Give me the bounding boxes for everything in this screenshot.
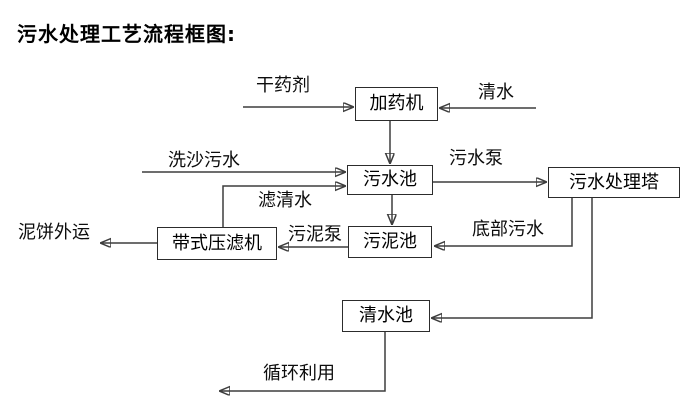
edge-label-filtered-water: 滤清水	[258, 190, 312, 211]
arrow-filtered-water-to-sewage-pool	[222, 186, 345, 227]
edge-label-dry-chemical: 干药剂	[256, 75, 310, 96]
page-title: 污水处理工艺流程框图:	[17, 22, 236, 46]
arrow-treatment-tower-to-clean-water-pool	[432, 198, 593, 318]
node-sewage-treatment-tower: 污水处理塔	[548, 167, 680, 198]
edge-label-sludge-pump: 污泥泵	[288, 224, 342, 245]
edge-label-bottom-sewage: 底部污水	[472, 219, 544, 240]
arrow-recycle-use	[220, 332, 386, 391]
node-sludge-pool: 污泥池	[348, 226, 432, 258]
node-belt-filter-press: 带式压滤机	[157, 227, 277, 260]
node-dosing-machine: 加药机	[355, 87, 438, 121]
edge-label-clean-water: 清水	[478, 82, 514, 103]
edge-label-mud-cake-out: 泥饼外运	[18, 222, 90, 243]
node-sewage-pool: 污水池	[347, 165, 433, 195]
arrow-bottom-sewage-to-sludge-pool	[435, 198, 573, 246]
edge-label-sand-washing-sewage: 洗沙污水	[168, 150, 240, 171]
edge-label-recycle-use: 循环利用	[263, 363, 335, 384]
node-clean-water-pool: 清水池	[342, 300, 430, 332]
edge-label-sewage-pump: 污水泵	[449, 148, 503, 169]
